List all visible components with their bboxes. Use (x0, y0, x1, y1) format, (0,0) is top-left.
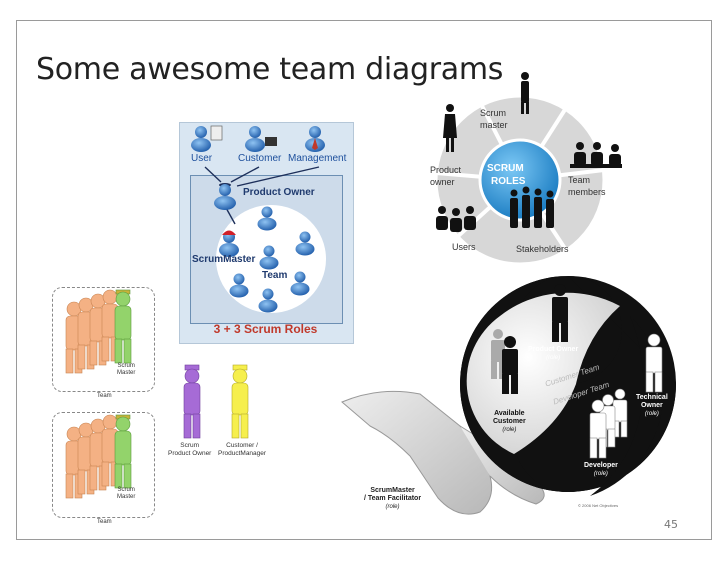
silhouettes (436, 72, 622, 232)
product-owner-line2: owner (430, 177, 455, 187)
team-member-figures (229, 206, 315, 313)
scrummaster-facilitator-label: ScrumMaster/ Team Facilitator (role) (364, 487, 421, 511)
scrum-master-line1: Scrum (480, 108, 507, 118)
user-label: User (191, 153, 213, 164)
e-ac-role: (role) (502, 427, 517, 433)
product-owner-purple-figure (183, 364, 201, 439)
team-figures-bottom (65, 414, 132, 499)
po-customer-figures (183, 364, 249, 439)
sm-bottom-line2: Master (117, 494, 136, 500)
e-to-line2: Owner (640, 402, 663, 409)
hand-shape (341, 390, 493, 515)
available-customer-figures (491, 329, 518, 394)
e-ac-line1: Available (494, 410, 525, 417)
team-members-segment-label: Team members (568, 174, 606, 198)
technical-owner-figure (645, 333, 663, 393)
team-members-silhouettes (570, 142, 622, 168)
scrum-roles-center-label: SCRUM ROLES (487, 162, 525, 188)
center-line1: SCRUM (487, 163, 524, 174)
e-ac-line2: Customer (493, 418, 526, 425)
scrum-master-silhouette (521, 72, 529, 114)
team-label-top: Team (97, 393, 112, 399)
product-owner-figure-e (552, 284, 568, 342)
team-label: Team (262, 270, 288, 281)
po-line2: Product Owner (168, 450, 212, 457)
stakeholders-silhouettes (510, 186, 554, 228)
product-owner-segment-label: Product owner (430, 164, 461, 188)
users-segment-label: Users (452, 242, 476, 252)
scrum-master-line2: master (480, 120, 508, 130)
scrum-master-segment-label: Scrum master (480, 107, 508, 131)
scrum-roles-caption: 3 + 3 Scrum Roles (213, 322, 318, 336)
users-silhouettes (436, 206, 476, 232)
customer-small-label: Customer /ProductManager (218, 442, 266, 458)
cust-line2: ProductManager (218, 450, 267, 457)
team-label-bottom: Team (97, 519, 112, 525)
scrum-master-figure-bottom (114, 414, 132, 489)
team-group-box-bottom (52, 412, 155, 518)
e-sm-line1: ScrumMaster (370, 487, 415, 494)
roles-ring (434, 72, 622, 266)
e-to-line1: Technical (636, 394, 668, 401)
cust-line1: Customer / (226, 442, 258, 449)
center-line2: ROLES (491, 176, 526, 187)
team-group-box-top (52, 287, 155, 392)
product-owner-e-label: Product Owner (role) (528, 346, 578, 362)
product-owner-silhouette (443, 104, 457, 152)
team-members-line2: members (568, 187, 606, 197)
team-figures (65, 289, 132, 499)
sm-top-line2: Master (117, 370, 136, 376)
management-figure (305, 126, 325, 152)
scrum-master-label: ScrumMaster (192, 254, 256, 265)
e-dev-text: Developer (584, 462, 618, 469)
management-label: Management (288, 153, 347, 164)
product-owner-line1: Product (430, 165, 462, 175)
user-figure (191, 125, 223, 152)
scrum-master-figure-top (114, 289, 132, 364)
copyright-text: © 2006 Net Objectives (578, 503, 619, 508)
e-to-role: (role) (644, 411, 659, 417)
customer-yellow-figure (231, 364, 249, 439)
e-sm-line2: / Team Facilitator (364, 495, 422, 502)
e-po-role: (role) (546, 355, 561, 361)
page-number: 45 (664, 518, 678, 531)
developer-label: Developer (role) (584, 462, 618, 478)
slide-title: Some awesome team diagrams (36, 52, 504, 87)
po-line1: Scrum (180, 442, 200, 449)
e-sm-role: (role) (385, 504, 400, 510)
yin-yang-graphic (341, 276, 676, 515)
sm-bottom-line1: Scrum (117, 487, 135, 493)
team-members-line1: Team (568, 175, 591, 185)
scrum-master-figure (219, 230, 239, 257)
e-po-text: Product Owner (528, 346, 579, 353)
sm-top-line1: Scrum (117, 363, 135, 369)
customer-label: Customer (238, 153, 282, 164)
team-figures-top (65, 289, 132, 374)
developer-figures (589, 388, 628, 459)
panel-a-figures (191, 125, 325, 313)
product-owner-figure (214, 183, 236, 210)
customer-figure (245, 126, 277, 152)
stakeholders-segment-label: Stakeholders (516, 244, 569, 254)
e-dev-role: (role) (593, 471, 608, 477)
product-owner-label: Product Owner (243, 187, 315, 198)
role-arrows (204, 166, 320, 225)
